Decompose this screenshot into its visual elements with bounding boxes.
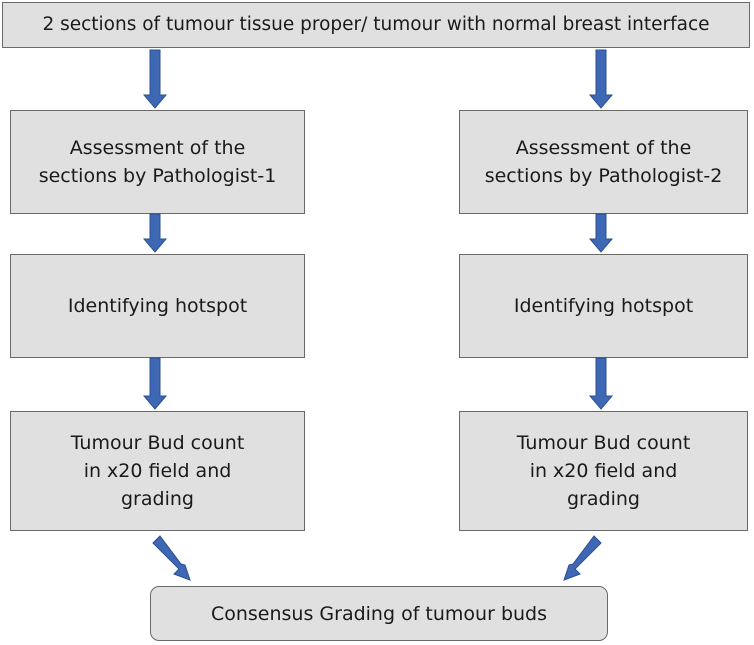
identify-hotspot-left-box: Identifying hotspot xyxy=(10,254,305,358)
arrow-top-to-right xyxy=(588,49,614,109)
arrow-assessment-to-hotspot-right xyxy=(588,213,614,253)
arrow-count-left-to-consensus xyxy=(152,535,191,581)
source-sections-box: 2 sections of tumour tissue proper/ tumo… xyxy=(2,2,750,48)
bud-count-right-box: Tumour Bud count in x20 field and gradin… xyxy=(459,411,748,531)
consensus-grading-box: Consensus Grading of tumour buds xyxy=(150,586,608,641)
assessment-pathologist-2-box: Assessment of the sections by Pathologis… xyxy=(459,110,748,214)
bud-count-left-box: Tumour Bud count in x20 field and gradin… xyxy=(10,411,305,531)
arrow-hotspot-to-count-right xyxy=(588,357,614,410)
arrow-top-to-left xyxy=(142,49,168,109)
arrow-assessment-to-hotspot-left xyxy=(142,213,168,253)
arrow-hotspot-to-count-left xyxy=(142,357,168,410)
assessment-pathologist-1-box: Assessment of the sections by Pathologis… xyxy=(10,110,305,214)
arrow-count-right-to-consensus xyxy=(563,535,602,581)
identify-hotspot-right-box: Identifying hotspot xyxy=(459,254,748,358)
